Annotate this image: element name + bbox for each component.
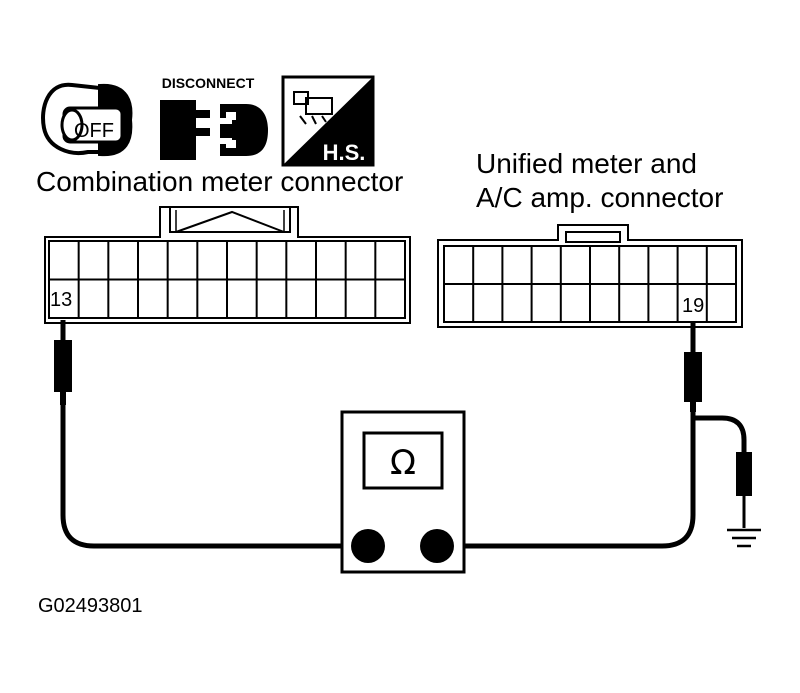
unified-meter-connector-label-line2: A/C amp. connector <box>476 182 724 213</box>
meter-terminal-right <box>420 529 454 563</box>
harness-side-icon: H.S. <box>281 75 375 167</box>
probe-wire-left <box>60 320 360 549</box>
connector-cavity-grid <box>49 241 405 318</box>
figure-id: G02493801 <box>38 595 143 617</box>
unified-meter-connector: 19 <box>437 224 743 328</box>
terminal-19-label: 19 <box>682 295 704 317</box>
ignition-key-off-icon: OFF <box>41 82 133 157</box>
combination-meter-connector-label: Combination meter connector <box>36 166 404 197</box>
combination-meter-connector: 13 <box>44 206 411 324</box>
ground-symbol-icon <box>727 528 761 548</box>
probe-wire-right <box>436 323 696 549</box>
connector-disconnect-icon: DISCONNECT <box>160 75 268 160</box>
terminal-13-label: 13 <box>50 289 72 311</box>
ground-lead-wire <box>694 415 747 452</box>
ohmmeter-icon: Ω <box>340 410 466 574</box>
probe-right <box>684 352 702 412</box>
harness-side-text: H.S. <box>323 140 366 165</box>
ohm-symbol: Ω <box>390 443 416 483</box>
unified-meter-connector-label-line1: Unified meter and <box>476 148 698 179</box>
disconnect-text: DISCONNECT <box>162 75 255 91</box>
connector-cavity-grid <box>444 246 736 322</box>
probe-left <box>54 340 72 405</box>
meter-terminal-left <box>351 529 385 563</box>
probe-ground <box>736 452 752 528</box>
ignition-off-text: OFF <box>74 120 114 142</box>
